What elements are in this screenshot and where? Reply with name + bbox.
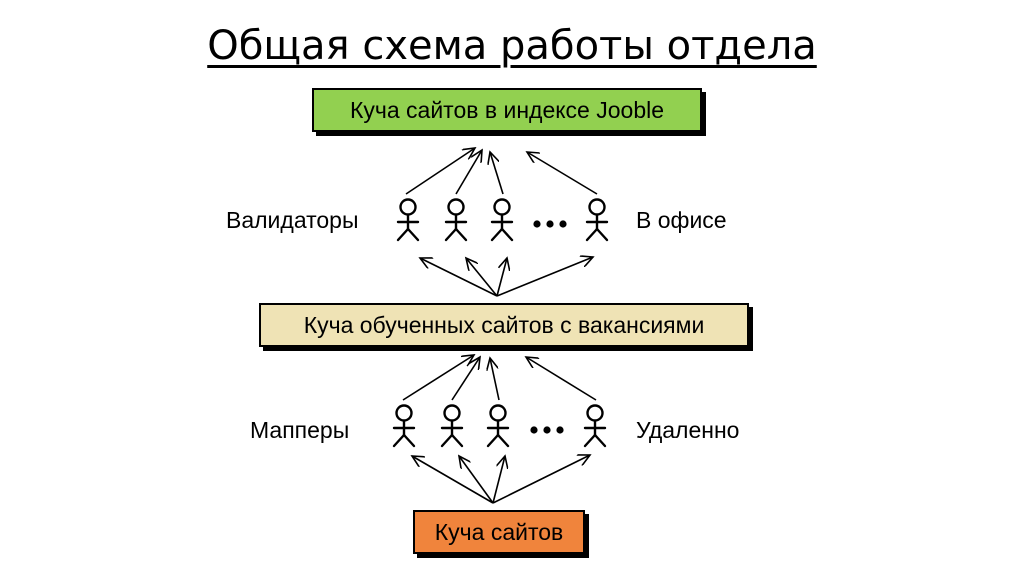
arrow-to-mapper xyxy=(412,456,494,504)
remote-label: Удаленно xyxy=(636,417,740,443)
person-leg-right xyxy=(500,227,514,242)
arrow-to-trained-sites xyxy=(402,355,474,401)
person-head xyxy=(395,404,413,422)
mapper-person-icon xyxy=(392,404,416,448)
person-head xyxy=(399,198,417,216)
person-leg-left xyxy=(396,227,410,242)
arrow-to-trained-sites xyxy=(451,357,480,401)
arrow-to-jooble-index xyxy=(405,148,475,195)
person-leg-left xyxy=(486,433,500,448)
person-head xyxy=(447,198,465,216)
mapper-person-icon xyxy=(440,404,464,448)
validator-person-icon xyxy=(396,198,420,242)
box-trained-sites-label: Куча обученных сайтов с вакансиями xyxy=(303,311,705,338)
person-leg-left xyxy=(585,227,599,242)
arrow-to-jooble-index xyxy=(527,152,598,195)
validator-person-icon xyxy=(490,198,514,242)
office-label: В офисе xyxy=(636,207,727,233)
arrow-to-validator xyxy=(496,257,593,297)
arrow-to-validator xyxy=(496,258,507,297)
ellipsis-dot-top xyxy=(559,220,567,228)
person-leg-left xyxy=(490,227,504,242)
box-jooble-index: Куча сайтов в индексе Jooble xyxy=(312,88,702,132)
ellipsis-dot-bottom xyxy=(543,426,551,434)
person-leg-left xyxy=(444,227,458,242)
arrow-to-mapper xyxy=(492,455,590,504)
mapper-person-icon xyxy=(486,404,510,448)
ellipsis-layer xyxy=(530,220,567,434)
arrow-to-trained-sites xyxy=(526,357,597,401)
box-trained-sites: Куча обученных сайтов с вакансиями xyxy=(259,303,749,347)
person-leg-left xyxy=(392,433,406,448)
validator-person-icon xyxy=(585,198,609,242)
arrow-to-mapper xyxy=(459,456,494,504)
person-leg-right xyxy=(593,433,607,448)
person-leg-right xyxy=(450,433,464,448)
person-leg-right xyxy=(496,433,510,448)
person-leg-left xyxy=(583,433,597,448)
person-leg-right xyxy=(402,433,416,448)
person-leg-right xyxy=(595,227,609,242)
page-title: Общая схема работы отдела xyxy=(0,18,1024,74)
box-jooble-index-label: Куча сайтов в индексе Jooble xyxy=(349,96,665,123)
ellipsis-dot-top xyxy=(546,220,554,228)
mappers-label: Мапперы xyxy=(250,417,350,443)
person-head xyxy=(586,404,604,422)
arrow-to-jooble-index xyxy=(490,152,504,195)
mapper-person-icon xyxy=(583,404,607,448)
person-leg-right xyxy=(406,227,420,242)
person-leg-right xyxy=(454,227,468,242)
validator-person-icon xyxy=(444,198,468,242)
ellipsis-dot-top xyxy=(533,220,541,228)
arrows-layer xyxy=(402,148,598,504)
people-layer xyxy=(392,198,609,448)
arrow-to-validator xyxy=(466,258,498,297)
person-leg-left xyxy=(440,433,454,448)
box-sites: Куча сайтов xyxy=(413,510,585,554)
arrow-to-mapper xyxy=(492,456,505,504)
person-head xyxy=(489,404,507,422)
person-head xyxy=(588,198,606,216)
ellipsis-dot-bottom xyxy=(556,426,564,434)
arrow-to-trained-sites xyxy=(490,358,500,401)
box-sites-label: Куча сайтов xyxy=(434,518,564,545)
person-head xyxy=(443,404,461,422)
ellipsis-dot-bottom xyxy=(530,426,538,434)
person-head xyxy=(493,198,511,216)
arrow-to-validator xyxy=(420,258,498,297)
page-title-text: Общая схема работы отдела xyxy=(207,23,817,69)
arrow-to-jooble-index xyxy=(455,150,482,195)
validators-label: Валидаторы xyxy=(226,207,359,233)
